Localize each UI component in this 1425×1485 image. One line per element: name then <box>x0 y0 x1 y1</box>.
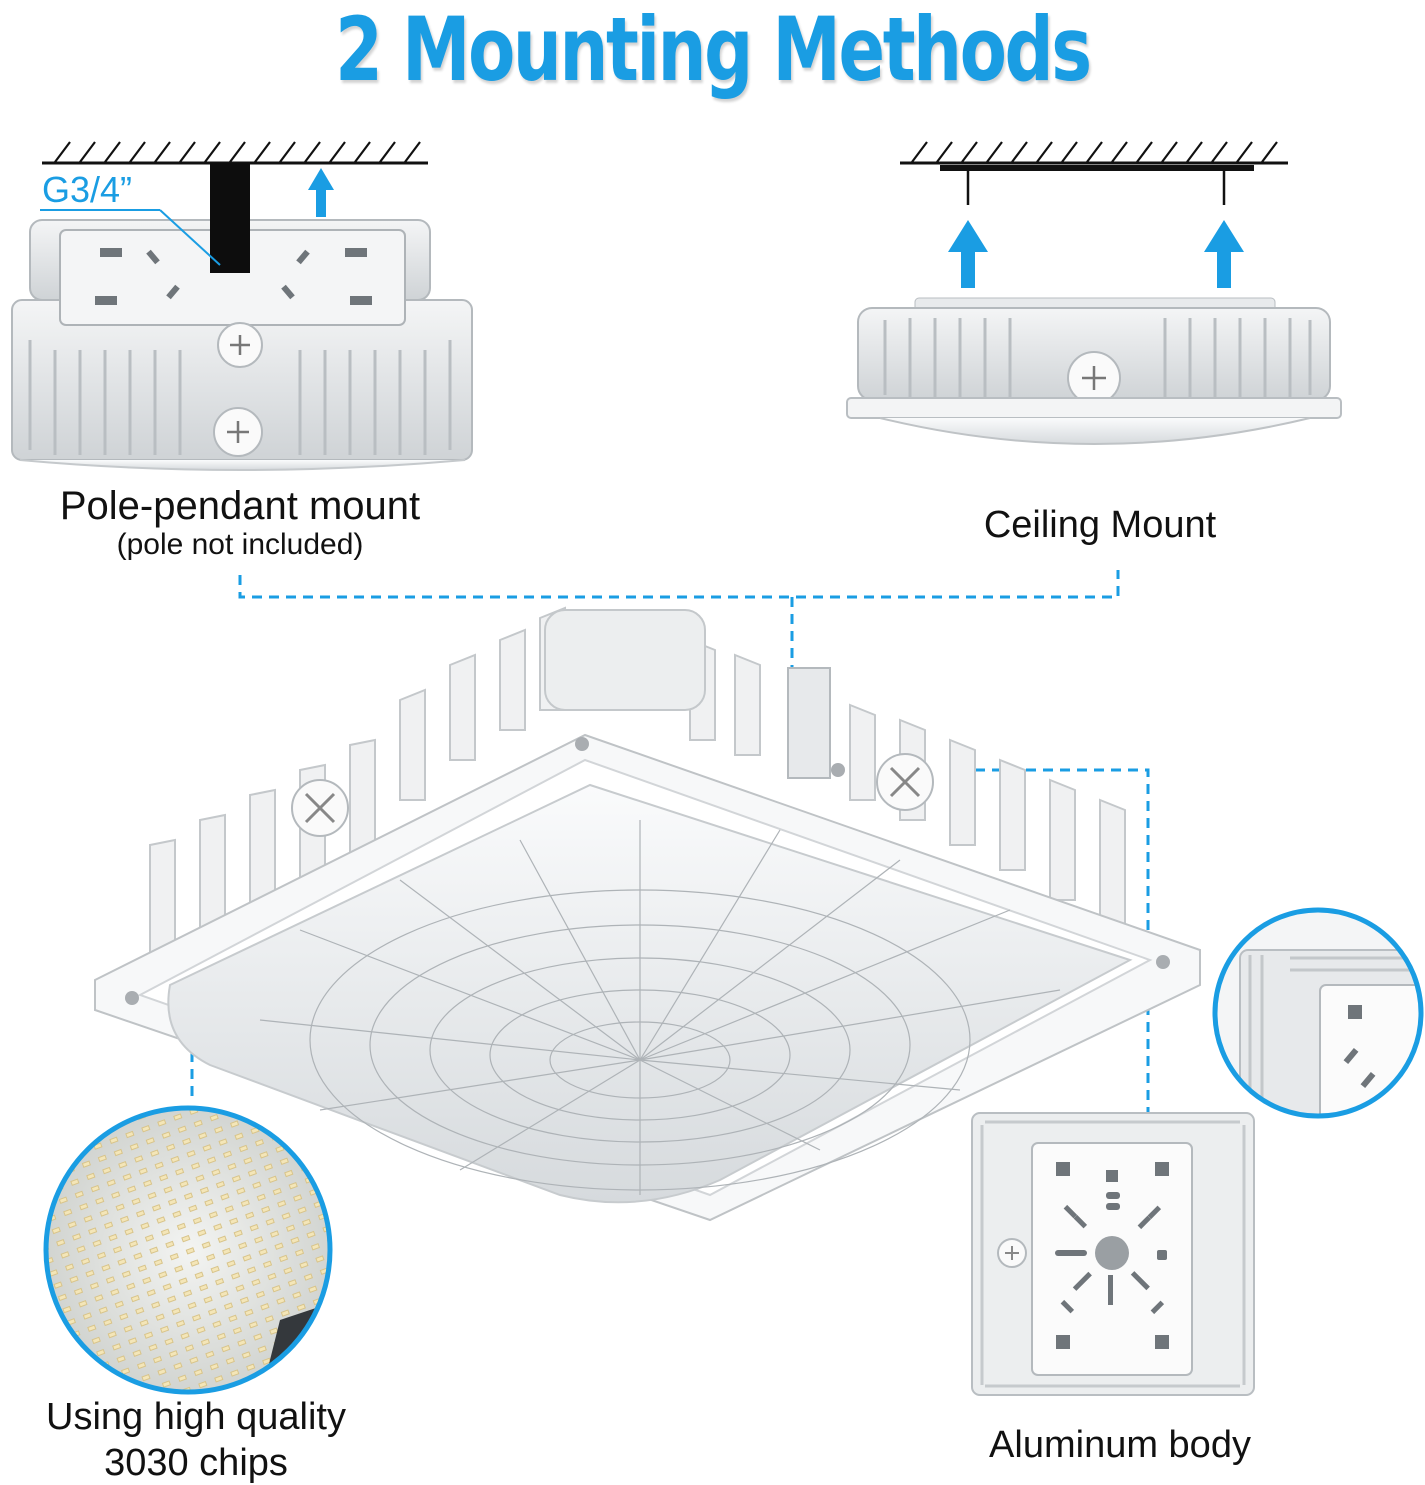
ceiling-mount-caption: Ceiling Mount <box>983 504 1217 546</box>
chips-caption-line1: Using high quality <box>46 1396 346 1438</box>
chips-caption-line2: 3030 chips <box>104 1442 288 1484</box>
pole-mount-note: (pole not included) <box>116 528 364 561</box>
ceiling-mount-fixture <box>846 297 1342 445</box>
arrow-up-icon <box>308 168 334 217</box>
thread-size-label: G3/4” <box>42 169 133 210</box>
pole-mount-caption: Pole-pendant mount <box>59 484 421 528</box>
page-title: 2 Mounting Methods <box>335 0 1092 101</box>
ceiling-hatch-right <box>900 141 1288 205</box>
pole-mount-fixture <box>11 163 473 471</box>
aluminum-body-caption: Aluminum body <box>989 1424 1251 1466</box>
ceiling-hatch-left <box>42 141 428 165</box>
arrow-up-icon <box>948 220 1244 288</box>
fixture-lens <box>167 783 1133 1204</box>
